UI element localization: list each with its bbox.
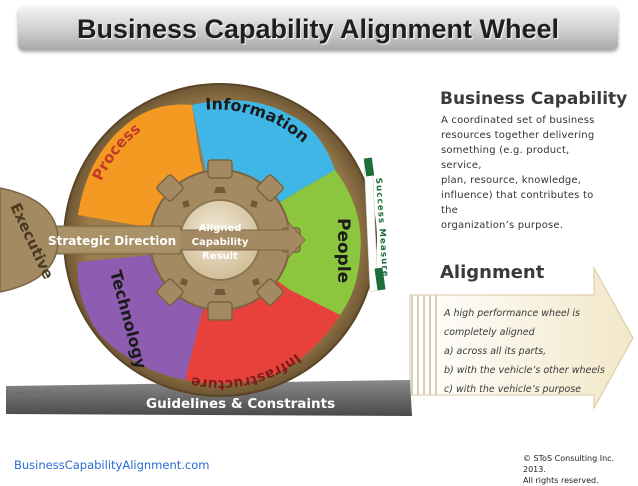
label-center-line2: Capability	[192, 237, 249, 248]
business-capability-heading: Business Capability	[440, 89, 627, 109]
copyright: © SToS Consulting Inc. 2013. All rights …	[523, 453, 638, 486]
business-capability-definition: A coordinated set of business resources …	[441, 113, 611, 233]
label-center-line3: Result	[202, 251, 238, 262]
website-link[interactable]: BusinessCapabilityAlignment.com	[14, 458, 209, 472]
label-strategic-direction: Strategic Direction	[48, 234, 176, 248]
label-people: People	[333, 218, 353, 283]
alignment-heading: Alignment	[440, 262, 544, 283]
guidelines-label: Guidelines & Constraints	[146, 396, 335, 412]
label-center-line1: Aligned	[199, 223, 242, 234]
small-copyright: © Roger Martin 2013 All rights reserved	[6, 390, 54, 404]
alignment-description: A high performance wheel is completely a…	[444, 304, 614, 399]
